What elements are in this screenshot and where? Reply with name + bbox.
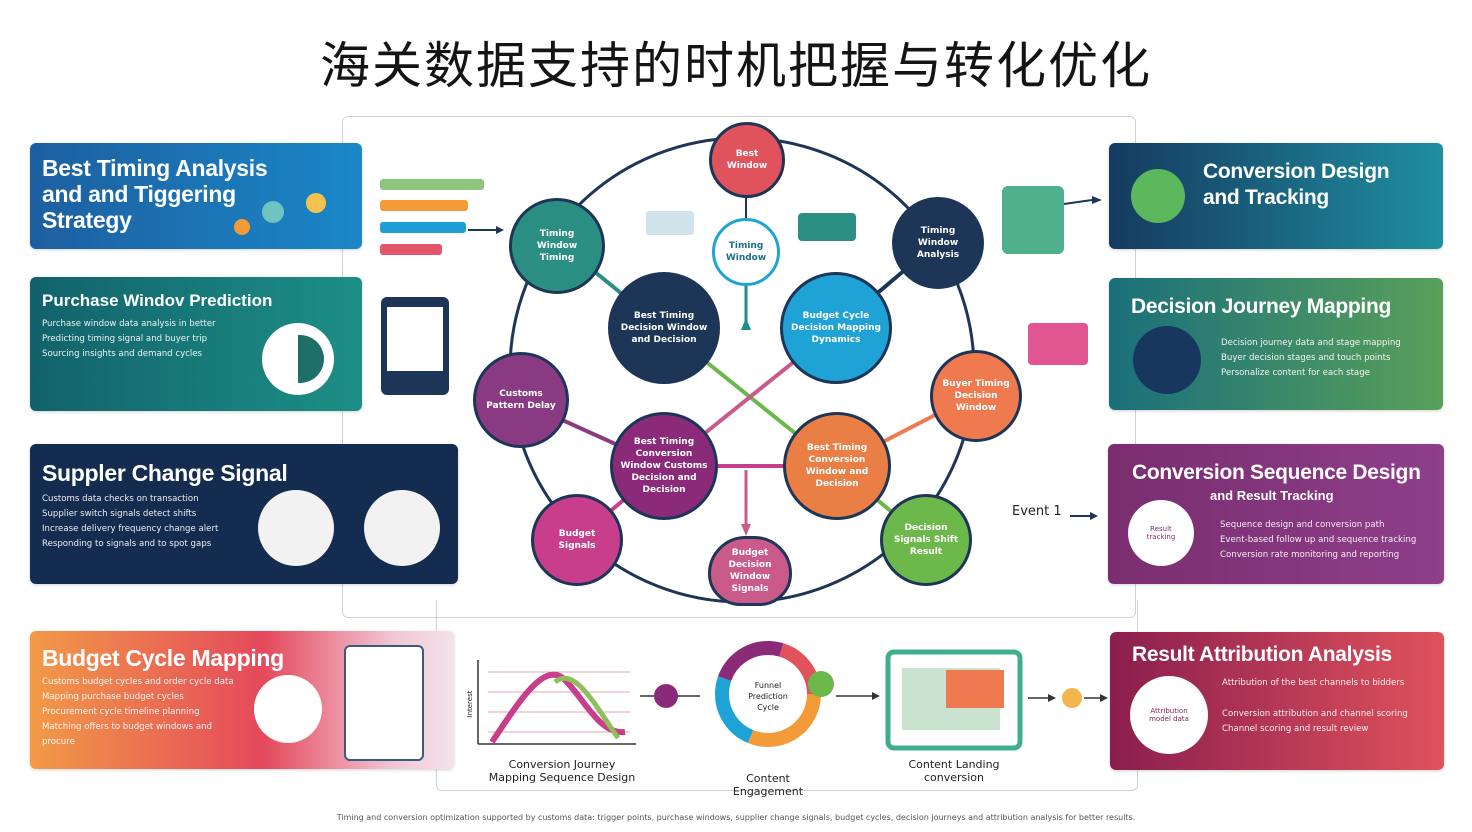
attribution-line-3: Channel scoring and result review [1222, 724, 1369, 734]
node-timing-window-center[interactable]: Timing Window [712, 218, 780, 286]
node-budget-decision-window[interactable]: Budget Decision Window Signals [708, 536, 792, 606]
page-title: 海关数据支持的时机把握与转化优化 [320, 37, 1152, 95]
event-badge-text: Event 1 [1012, 504, 1062, 519]
sequence-circle-label: Result tracking [1146, 525, 1176, 541]
card-budget-title: Budget Cycle Mapping [42, 645, 284, 671]
node-customs-pattern[interactable]: Customs Pattern Delay [473, 352, 569, 448]
journey-folder-icon [1028, 323, 1088, 365]
conversion-device-icon [1002, 186, 1064, 254]
node-timing-window-analysis[interactable]: Timing Window Analysis [892, 197, 984, 289]
purchase-calendar-icon [262, 323, 334, 395]
sequence-line-2: Event-based follow up and sequence track… [1220, 535, 1417, 545]
timing-gear-icon [234, 219, 250, 235]
card-attribution-title: Result Attribution Analysis [1132, 643, 1392, 666]
card-best-timing-title: Best Timing Analysis and and Tiggering S… [42, 155, 268, 233]
tag-bar-2 [380, 200, 468, 211]
center-doc-card [646, 211, 694, 235]
card-conversion-title: Conversion Design and Tracking [1203, 160, 1390, 209]
budget-line-1: Customs budget cycles and order cycle da… [42, 677, 234, 687]
node-best-window[interactable]: Best Window [709, 122, 785, 198]
flow-cycle-center: Funnel Prediction Cycle [748, 681, 788, 712]
flow-chart-caption: Conversion Journey Mapping Sequence Desi… [488, 758, 636, 784]
journey-line-3: Personalize content for each stage [1221, 368, 1370, 378]
budget-line-3: Procurement cycle timeline planning [42, 707, 200, 717]
sequence-cycle-icon: Result tracking [1128, 500, 1194, 566]
node-budget-signals[interactable]: Budget Signals [531, 494, 623, 586]
node-buyer-timing[interactable]: Buyer Timing Decision Window [930, 350, 1022, 442]
budget-line-5: procure [42, 737, 75, 747]
purchase-line-2: Predicting timing signal and buyer trip [42, 334, 208, 344]
purchase-line-1: Purchase window data analysis in better [42, 319, 216, 329]
flow-cycle-caption: Content Engagement [732, 772, 804, 798]
card-sequence-subtitle: and Result Tracking [1210, 488, 1334, 503]
tag-bar-1 [380, 179, 484, 190]
card-budget-cycle[interactable]: Budget Cycle Mapping Customs budget cycl… [30, 631, 454, 769]
node-budget-cycle-decision[interactable]: Budget Cycle Decision Mapping Dynamics [780, 272, 892, 384]
supplier-signal-icon-1 [258, 490, 334, 566]
journey-line-1: Decision journey data and stage mapping [1221, 338, 1401, 348]
attribution-circle-label: Attribution model data [1149, 707, 1189, 723]
node-timing-window-timing[interactable]: Timing Window Timing [509, 198, 605, 294]
sequence-line-1: Sequence design and conversion path [1220, 520, 1385, 530]
supplier-line-1: Customs data checks on transaction [42, 494, 199, 504]
tag-bar-4 [380, 244, 442, 255]
journey-line-2: Buyer decision stages and touch points [1221, 353, 1391, 363]
timing-chart-icon [262, 201, 284, 223]
tag-bar-3 [380, 222, 466, 233]
attribution-line-1: Attribution of the best channels to bidd… [1222, 678, 1405, 688]
attribution-line-2: Conversion attribution and channel scori… [1222, 709, 1408, 719]
flow-screen-caption: Content Landing conversion [908, 758, 1000, 784]
card-conversion-design[interactable]: Conversion Design and Tracking [1109, 143, 1443, 249]
card-best-timing[interactable]: Best Timing Analysis and and Tiggering S… [30, 143, 362, 249]
event-label: Event 1 [1012, 504, 1062, 519]
purchase-tablet-icon [381, 297, 449, 395]
node-best-timing-conversion-2[interactable]: Best Timing Conversion Window and Decisi… [783, 412, 891, 520]
card-purchase-title: Purchase Windov Prediction [42, 291, 273, 310]
supplier-line-2: Supplier switch signals detect shifts [42, 509, 197, 519]
attribution-chart-icon: Attribution model data [1130, 676, 1208, 754]
budget-screen-icon [344, 645, 424, 761]
journey-map-icon [1133, 326, 1201, 394]
card-journey-title: Decision Journey Mapping [1131, 295, 1392, 318]
node-decision-signals[interactable]: Decision Signals Shift Result [880, 494, 972, 586]
card-conversion-sequence[interactable]: Conversion Sequence Design and Result Tr… [1108, 444, 1444, 584]
card-decision-journey[interactable]: Decision Journey Mapping Decision journe… [1109, 278, 1443, 410]
sequence-line-3: Conversion rate monitoring and reporting [1220, 550, 1400, 560]
center-tag-card [798, 213, 856, 241]
supplier-signal-icon-2 [364, 490, 440, 566]
purchase-line-3: Sourcing insights and demand cycles [42, 349, 203, 359]
footer-text: Timing and conversion optimization suppo… [336, 813, 1136, 822]
flow-axis-label: Interest [466, 690, 474, 718]
card-supplier-title: Suppler Change Signal [42, 460, 288, 486]
supplier-line-3: Increase delivery frequency change alert [42, 524, 219, 534]
conversion-target-icon [1131, 169, 1185, 223]
node-best-timing-decision[interactable]: Best Timing Decision Window and Decision [608, 272, 720, 384]
card-sequence-title: Conversion Sequence Design [1132, 461, 1421, 484]
card-supplier-change[interactable]: Suppler Change Signal Customs data check… [30, 444, 458, 584]
budget-line-2: Mapping purchase budget cycles [42, 692, 184, 702]
timing-lightbulb-icon [306, 193, 326, 213]
budget-cycle-icon [254, 675, 322, 743]
card-result-attribution[interactable]: Result Attribution Analysis Attribution … [1110, 632, 1444, 770]
budget-line-4: Matching offers to budget windows and [42, 722, 212, 732]
node-best-timing-conversion[interactable]: Best Timing Conversion Window Customs De… [610, 412, 718, 520]
supplier-line-4: Responding to signals and to spot gaps [42, 539, 212, 549]
card-purchase-window[interactable]: Purchase Windov Prediction Purchase wind… [30, 277, 362, 411]
